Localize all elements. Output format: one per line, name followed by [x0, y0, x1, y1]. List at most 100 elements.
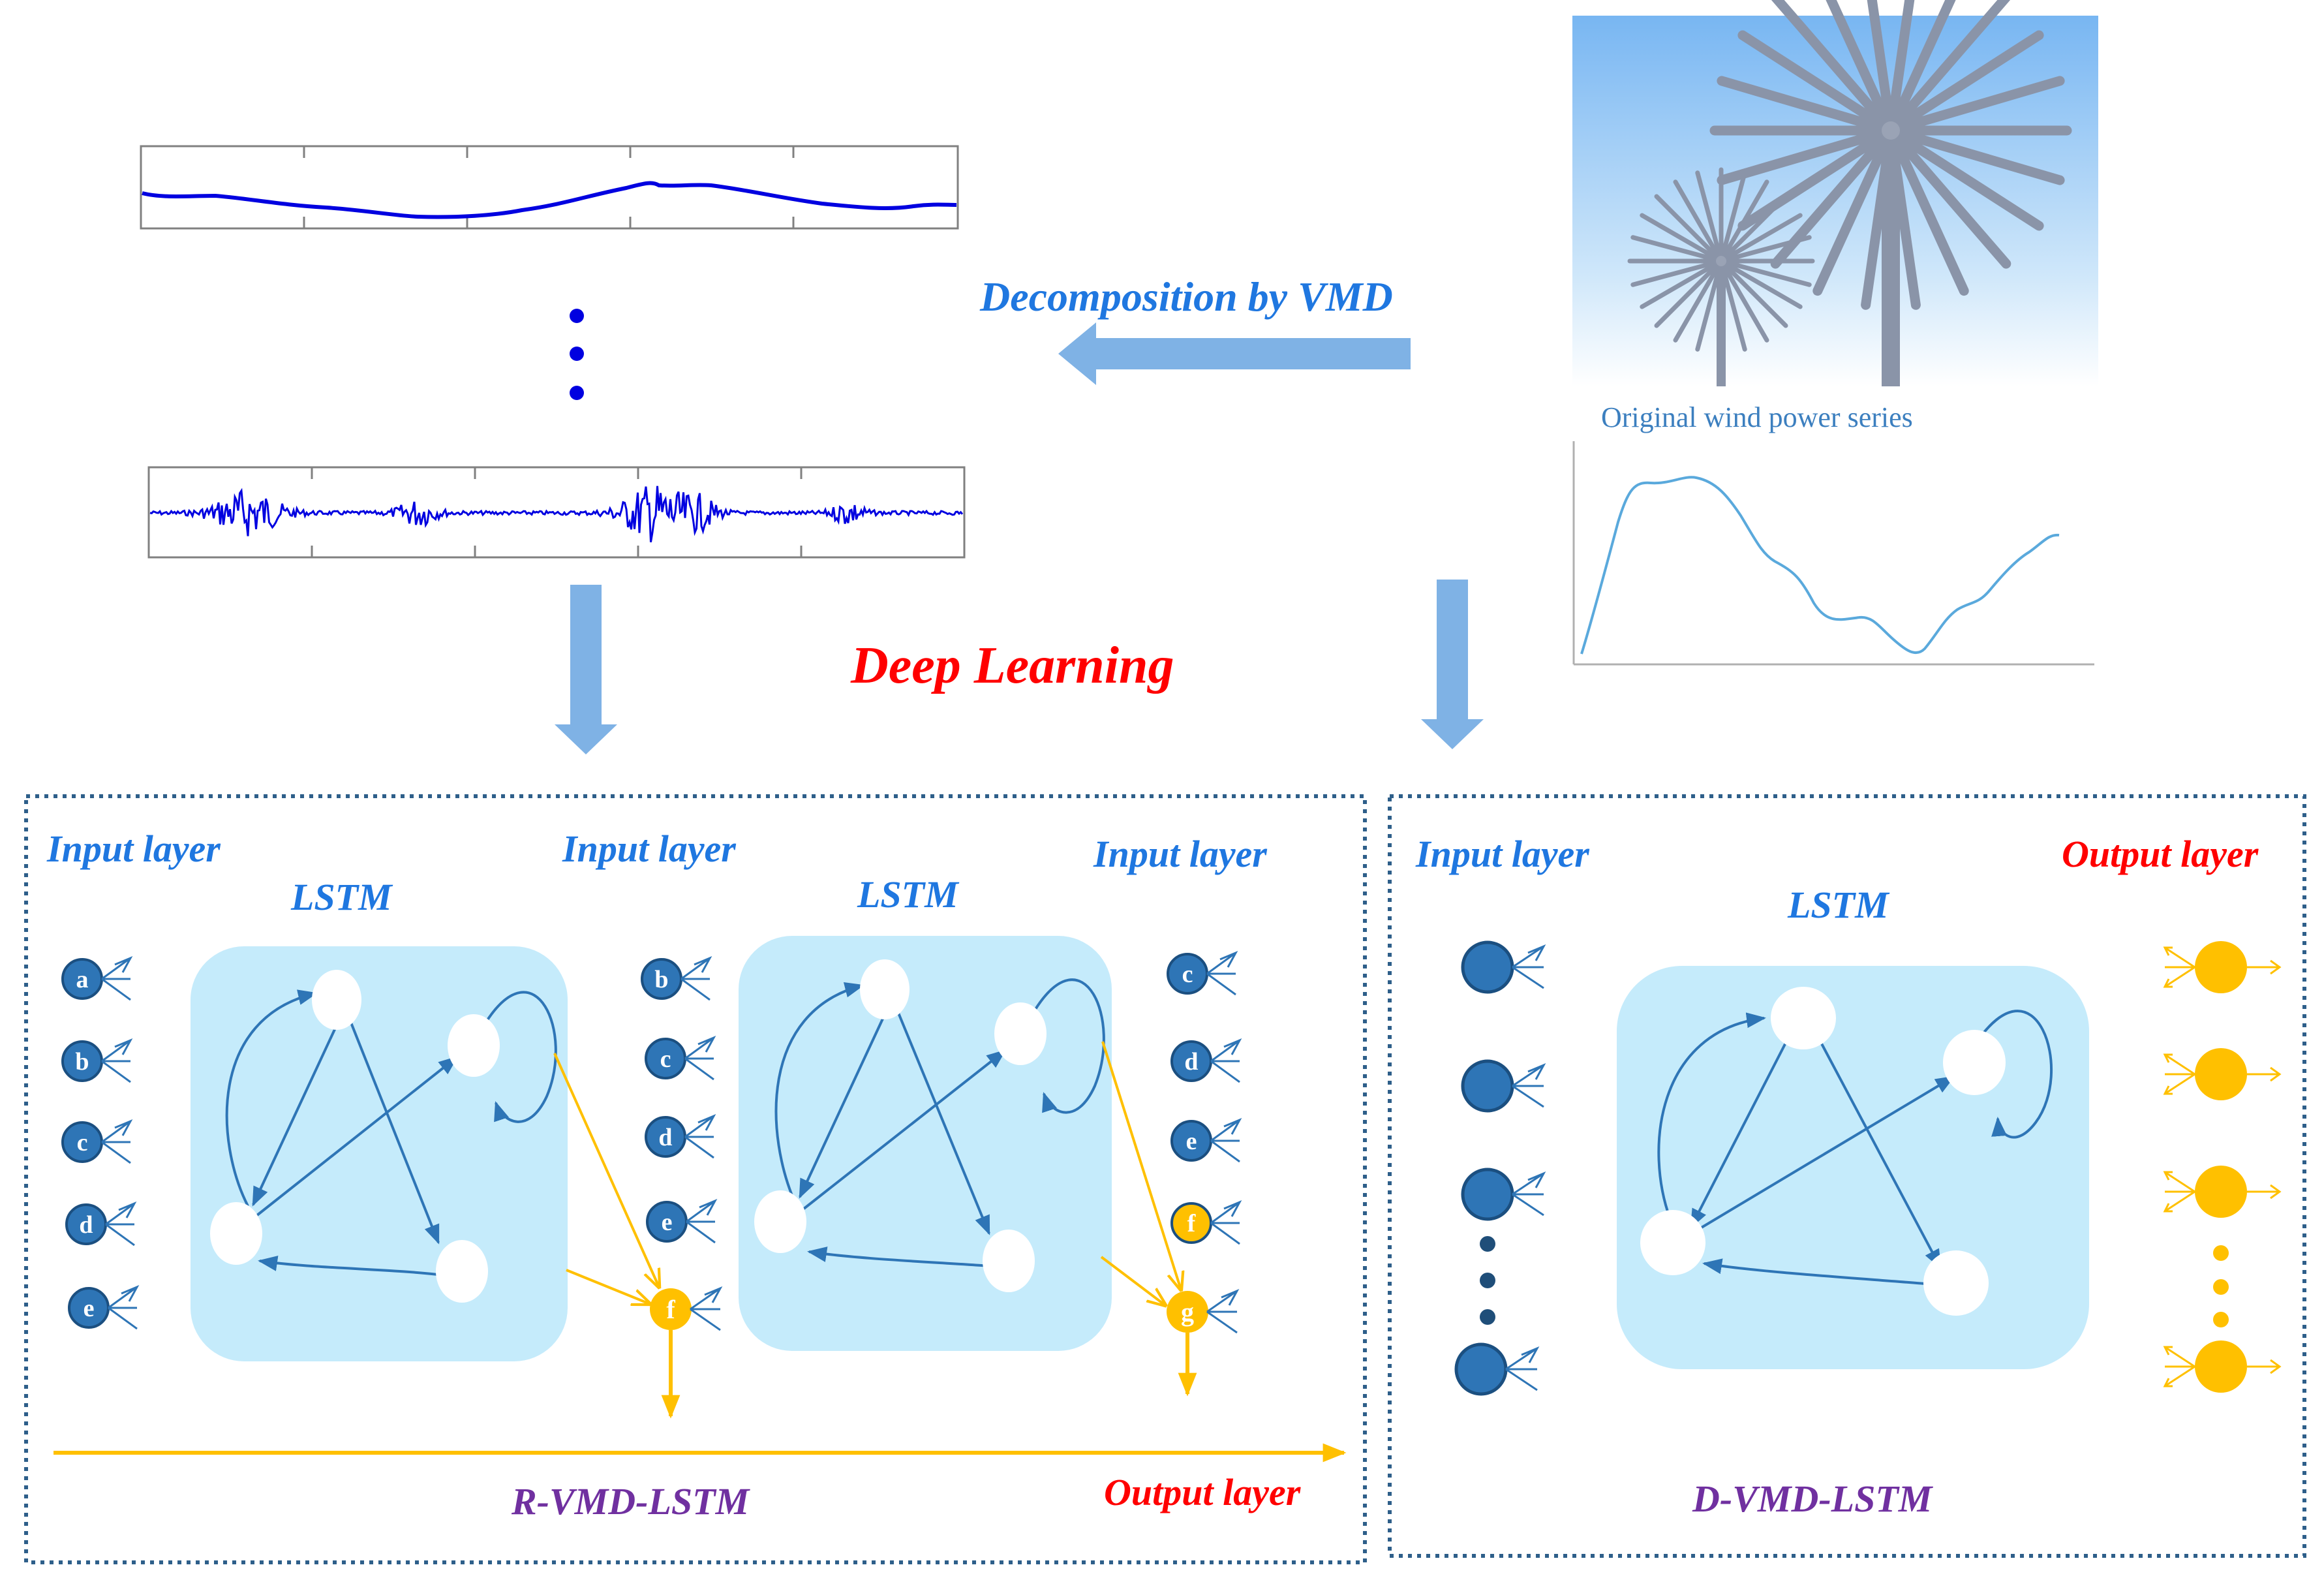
d-output-node [2163, 1340, 2282, 1393]
rotor-blade [1719, 258, 1788, 328]
d-output-nodes [2163, 941, 2282, 1393]
d-input-ellipsis [1480, 1236, 1495, 1325]
original-series-curve [1580, 476, 2060, 655]
input-node-c: c [645, 1035, 716, 1081]
svg-text:e: e [1186, 1128, 1197, 1155]
d-output-node [2163, 1166, 2282, 1218]
rotor-blade [1737, 125, 1896, 231]
rotor-blade [1886, 30, 2044, 136]
input-node-f-fed-back: f [1170, 1200, 1242, 1245]
svg-text:d: d [1184, 1048, 1198, 1076]
rotor-blade [1886, 0, 2011, 136]
rotor-blade [1630, 258, 1724, 287]
rotor-blade [1719, 258, 1812, 287]
original-series-plot [1572, 441, 2094, 666]
d-input-node [1461, 940, 1546, 994]
input-node-d: d [1170, 1038, 1242, 1083]
d-output-node [2163, 941, 2282, 993]
r-lstm-cell-1 [191, 946, 568, 1361]
wind-turbine-image [1572, 0, 2098, 386]
rotor-blade [1719, 258, 1803, 309]
input-node-e: e [646, 1198, 718, 1244]
d-input-node [1461, 1168, 1546, 1221]
svg-text:d: d [79, 1211, 93, 1239]
svg-text:f: f [666, 1295, 675, 1324]
deep-learning-label: Deep Learning [850, 637, 1174, 694]
rotor-blade [1695, 170, 1724, 264]
rotor-blade [1886, 125, 2011, 269]
input-node-d: d [645, 1113, 716, 1159]
d-vmd-lstm-label: D-VMD-LSTM [1692, 1478, 1934, 1520]
output-node-f: f [553, 1053, 723, 1419]
rotor-blade [1719, 179, 1769, 264]
r-vmd-lstm-label: R-VMD-LSTM [511, 1480, 751, 1523]
rotor-blade [1717, 76, 1896, 136]
svg-text:e: e [662, 1209, 673, 1236]
rotor-blade [1886, 125, 2065, 185]
input-node-c: c [61, 1119, 133, 1164]
rotor-blade [1719, 194, 1788, 264]
d-vmd-lstm-frame [1388, 794, 2306, 1558]
d-output-ellipsis [2213, 1245, 2229, 1327]
decomposition-label: Decomposition by VMD [979, 273, 1393, 320]
imf-high-frequency-plot [147, 466, 966, 559]
down-arrow-left [555, 585, 617, 754]
rotor-blade [1640, 258, 1724, 309]
rotor-blade [1630, 235, 1724, 264]
input-node-e: e [68, 1284, 140, 1330]
r-input-column-2: b c d e [641, 955, 718, 1244]
d-input-nodes [1454, 940, 1546, 1396]
rotor-blade [1826, 0, 1896, 136]
rotor-blade [1886, 0, 1915, 136]
d-output-layer-label: Output layer [2062, 833, 2259, 875]
vertical-ellipsis-dots [570, 309, 584, 400]
imf-low-frequency-plot [140, 145, 959, 230]
r-vmd-lstm-frame [24, 794, 1367, 1564]
input-node-a: a [61, 955, 133, 1001]
imf-low-frequency-curve [142, 181, 957, 219]
d-input-node [1454, 1342, 1540, 1396]
rotor-blade [1719, 258, 1769, 343]
input-node-b: b [61, 1038, 133, 1083]
svg-text:d: d [658, 1124, 672, 1151]
rotor-blade [1812, 125, 1896, 296]
d-input-node [1461, 1059, 1546, 1113]
rotor-blade [1654, 194, 1724, 264]
svg-text:b: b [75, 1048, 89, 1076]
svg-text:c: c [77, 1129, 88, 1156]
r-input-layer-2: Input layer [562, 828, 736, 870]
input-node-d: d [65, 1201, 137, 1247]
d-input-layer-label: Input layer [1415, 833, 1589, 875]
d-lstm-cell [1617, 966, 2089, 1369]
rotor-blade [1719, 235, 1812, 264]
svg-text:c: c [660, 1046, 671, 1073]
r-lstm-cell-2 [739, 936, 1112, 1351]
rotor-blade [1640, 213, 1724, 264]
down-arrow-right [1421, 580, 1484, 749]
rotor-blade [1719, 213, 1803, 264]
imf-high-frequency-curve [149, 486, 964, 543]
r-lstm-label-2: LSTM [857, 873, 960, 916]
input-node-c: c [1167, 950, 1238, 996]
rotor-blade [1673, 258, 1724, 343]
r-input-layer-3: Input layer [1093, 833, 1267, 875]
rotor-blade [1886, 125, 1969, 296]
input-node-b: b [641, 955, 712, 1001]
d-lstm-label: LSTM [1787, 884, 1890, 926]
r-lstm-label-1: LSTM [290, 876, 393, 918]
d-output-node [2163, 1048, 2282, 1100]
input-node-e: e [1170, 1117, 1242, 1163]
rotor-blade [1737, 30, 1896, 136]
rotor-blade [1719, 170, 1747, 264]
rotor-blade [1886, 125, 2044, 231]
svg-text:g: g [1181, 1297, 1194, 1327]
r-input-layer-1: Input layer [46, 828, 221, 870]
rotor-blade [1717, 125, 1896, 185]
original-series-label: Original wind power series [1601, 401, 1913, 433]
svg-text:b: b [654, 966, 668, 993]
r-output-layer-label: Output layer [1104, 1471, 1301, 1513]
decomposition-arrow [1058, 322, 1411, 385]
r-input-column-3: c d e f [1167, 950, 1242, 1245]
rotor-blade [1673, 179, 1724, 264]
svg-text:f: f [1187, 1210, 1197, 1237]
